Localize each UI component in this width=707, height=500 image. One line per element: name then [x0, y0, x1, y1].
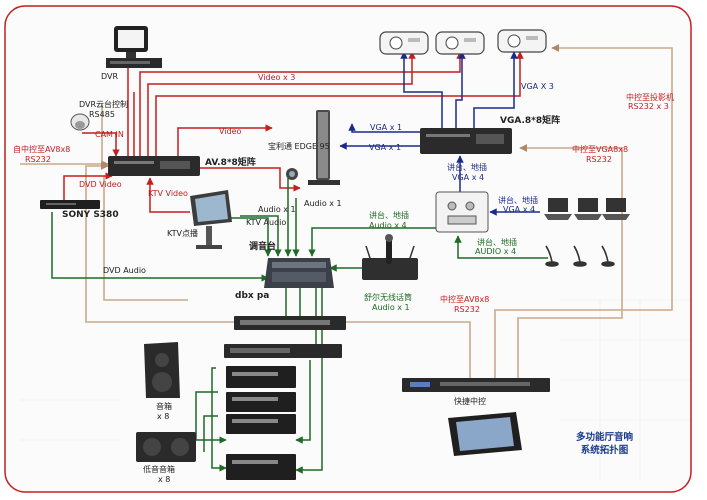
audio-lines	[51, 172, 548, 474]
av-matrix-device	[108, 156, 200, 176]
podium-audio-count-label: Audio x 4	[369, 221, 407, 230]
vga-lines	[339, 51, 540, 216]
diagram-title: 多功能厅音响 系统拓扑图	[576, 431, 633, 457]
wireless-mic-audio-label: Audio x 1	[372, 303, 410, 312]
title-line-2: 系统拓扑图	[580, 445, 629, 456]
projector	[435, 31, 485, 55]
title-line-1: 多功能厅音响	[576, 432, 634, 443]
podium-audio-label: 讲台、地插	[369, 211, 409, 220]
sub-count-label: x 8	[158, 475, 171, 484]
dvr-ptz-label: DVR云台控制	[79, 100, 129, 109]
ctrl-av-rs232-label: RS232	[25, 155, 51, 164]
polycom-codec	[286, 110, 340, 185]
ctrl-proj-label: 中控至投影机	[626, 93, 674, 102]
av-matrix-label: AV.8*8矩阵	[205, 158, 256, 168]
ktv-kiosk	[190, 190, 232, 249]
dvr-device	[106, 26, 162, 68]
podium-vga2-count-label: VGA x 4	[503, 205, 536, 214]
cam-in-label: CAM IN	[95, 130, 124, 139]
polycom-label: 宝利通 EDGE 95	[268, 142, 330, 151]
dvr-label: DVR	[101, 72, 119, 81]
projector	[379, 31, 429, 55]
touch-panel	[448, 412, 522, 456]
dbx-processor	[234, 316, 346, 330]
ctrl-av2-rs232-label: RS232	[454, 305, 480, 314]
power-amplifier	[226, 454, 296, 480]
video-label: Video	[219, 127, 242, 136]
dvd-audio-label: DVD Audio	[103, 266, 146, 275]
podium-vga2-label: 讲台、地插	[498, 196, 538, 205]
controller-label: 快捷中控	[454, 397, 486, 406]
laptop	[602, 198, 630, 220]
vga-x3-label: VGA X 3	[521, 82, 554, 91]
podium-audio2-count-label: AUDIO x 4	[475, 247, 517, 256]
wall-plate	[435, 191, 489, 233]
subwoofer	[136, 432, 196, 462]
ktv-jukebox-label: KTV点播	[167, 229, 198, 238]
loudspeaker	[144, 342, 180, 398]
ktv-audio-label: KTV Audio	[246, 218, 287, 227]
podium-audio2-label: 讲台、地插	[477, 238, 517, 247]
crossover-unit	[224, 344, 342, 358]
podium-vga-count-label: VGA x 4	[452, 173, 485, 182]
wireless-mic-label: 舒尔无线话筒	[364, 293, 412, 302]
ctrl-vga-label: 中控至VGA8x8	[572, 145, 629, 154]
vga-x1-a-label: VGA x 1	[370, 123, 403, 132]
gooseneck-mic	[601, 245, 615, 267]
mixer-label: 调音台	[249, 242, 277, 252]
gooseneck-mic	[573, 245, 587, 267]
dvr-ptz-rs485-label: RS485	[89, 110, 115, 119]
speaker-label: 音箱	[156, 402, 172, 411]
laptop	[574, 198, 602, 220]
power-amplifier	[226, 414, 296, 434]
sony-label: SONY S380	[62, 210, 119, 220]
ctrl-av-label: 自中控至AV8x8	[13, 145, 71, 154]
central-controller	[402, 378, 550, 392]
sub-label: 低音音箱	[143, 465, 175, 474]
laptop	[544, 198, 572, 220]
ktv-video-label: KTV Video	[148, 189, 188, 198]
dome-camera	[70, 113, 90, 131]
ctrl-vga-rs232-label: RS232	[586, 155, 612, 164]
audio-mixer	[264, 258, 334, 288]
projector	[497, 29, 547, 53]
vga-matrix-device	[420, 128, 512, 154]
power-amplifier	[226, 392, 296, 412]
video-x3-label: Video x 3	[258, 73, 296, 82]
gooseneck-mic	[545, 245, 559, 267]
audio-x1-a-label: Audio x 1	[258, 205, 296, 214]
audio-x1-b-label: Audio x 1	[304, 199, 342, 208]
wireless-mic-receiver	[362, 234, 418, 280]
background-grid	[20, 299, 690, 480]
power-amplifier	[226, 366, 296, 388]
dvd-video-label: DVD Video	[79, 180, 122, 189]
speaker-count-label: x 8	[157, 412, 170, 421]
vga-matrix-label: VGA.8*8矩阵	[500, 116, 561, 126]
dvd-player	[40, 200, 100, 209]
dbx-label: dbx pa	[235, 291, 270, 301]
vga-x1-b-label: VGA x 1	[369, 143, 402, 152]
ctrl-av2-label: 中控至AV8x8	[440, 295, 490, 304]
ctrl-proj-rs232-label: RS232 x 3	[628, 102, 669, 111]
podium-vga-label: 讲台、地插	[447, 163, 487, 172]
